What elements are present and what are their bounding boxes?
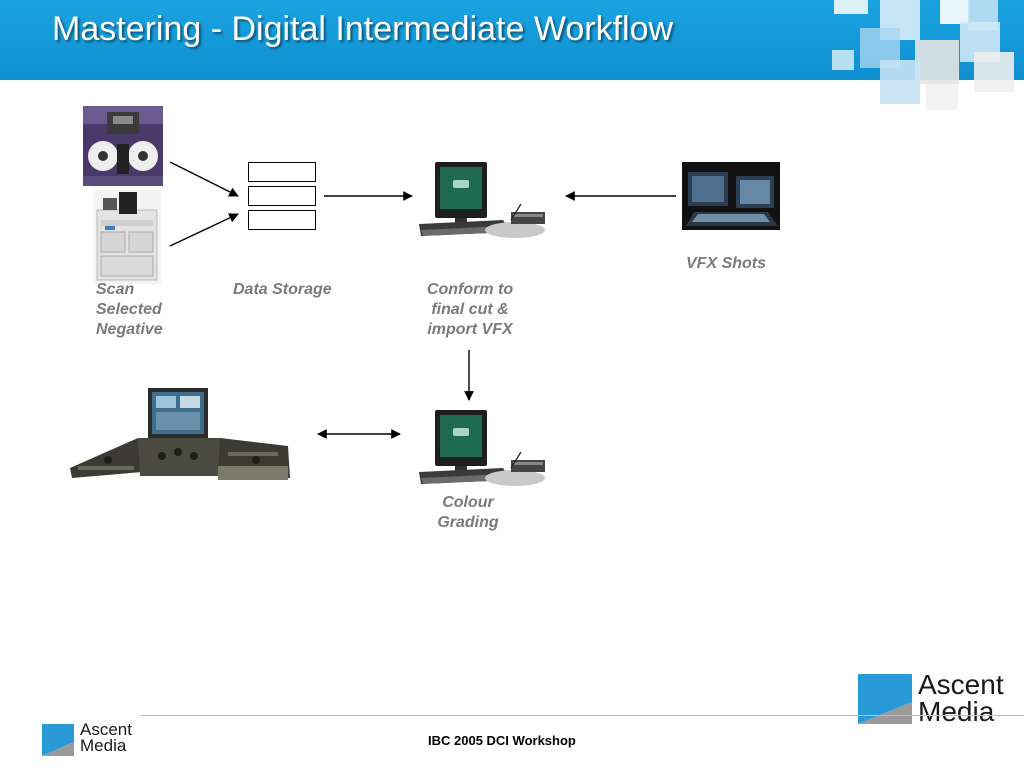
vfx-shots-label: VFX Shots xyxy=(686,255,767,272)
colour-grading-label-line-1: Colour xyxy=(442,494,494,511)
scan-label-line-1: Scan xyxy=(96,281,135,298)
logo-small-wordmark: Ascent Media xyxy=(80,720,132,756)
grading-console-image xyxy=(70,388,290,480)
conform-label-line-2: final cut & xyxy=(431,301,509,318)
conform-workstation-image xyxy=(419,162,545,238)
scan-label: Scan Selected Negative xyxy=(96,280,163,340)
footer-text: IBC 2005 DCI Workshop xyxy=(428,733,576,748)
colour-grading-label: Colour Grading xyxy=(418,493,518,533)
colour-grading-label-line-2: Grading xyxy=(437,514,499,531)
scan-label-line-3: Negative xyxy=(96,321,163,338)
film-scanner-cabinet-image xyxy=(93,190,161,284)
logo-large-wordmark: Ascent Media xyxy=(918,669,1004,727)
logo-mark-small-icon xyxy=(42,724,74,756)
data-storage-label: Data Storage xyxy=(233,281,332,298)
storage-box-3 xyxy=(248,210,316,230)
conform-label: Conform to final cut & import VFX xyxy=(410,280,530,340)
logo-large-line-1: Ascent xyxy=(918,669,1004,700)
scan-label-line-2: Selected xyxy=(96,301,162,318)
footer-divider xyxy=(140,715,1024,716)
grading-workstation-image xyxy=(419,410,545,486)
conform-label-line-1: Conform to xyxy=(426,281,514,298)
storage-box-1 xyxy=(248,162,316,182)
decorative-squares xyxy=(832,0,1014,110)
logo-small-line-2: Media xyxy=(80,736,127,756)
storage-box-2 xyxy=(248,186,316,206)
arrow-scan-to-storage-bottom xyxy=(169,213,239,247)
conform-label-line-3: import VFX xyxy=(427,321,513,338)
film-scanner-reels-image xyxy=(83,106,163,186)
logo-mark-large-icon xyxy=(858,674,912,724)
logo-small-line-1: Ascent xyxy=(80,720,132,739)
slide-title: Mastering - Digital Intermediate Workflo… xyxy=(52,10,674,48)
logo-large-line-2: Media xyxy=(918,695,995,727)
arrow-scan-to-storage-top xyxy=(169,161,239,197)
vfx-shots-image xyxy=(682,162,780,230)
